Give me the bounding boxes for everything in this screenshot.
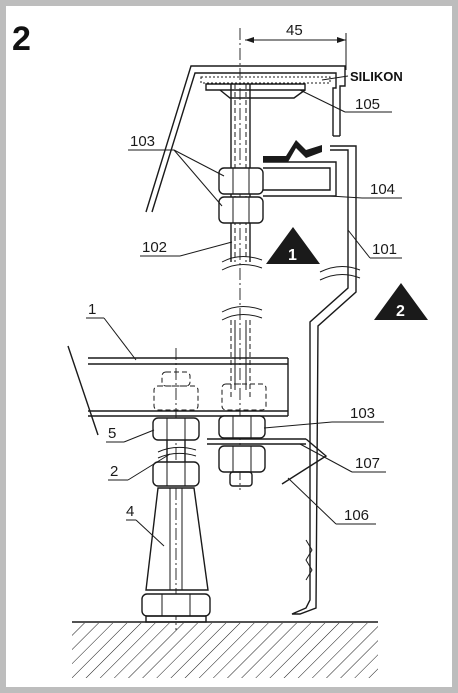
warning-number-2: 2 (396, 303, 405, 320)
callout-5: 5 (108, 425, 116, 442)
callout-107: 107 (355, 455, 380, 472)
hidden-nuts (153, 371, 267, 411)
profile-clip (263, 140, 322, 162)
callout-104: 104 (370, 181, 395, 198)
dimension-45: 45 (245, 22, 347, 70)
silikon-label: SILIKON (350, 69, 403, 84)
nut-pair-103-upper (218, 167, 264, 224)
floor (72, 621, 378, 678)
side-profile-101 (291, 145, 361, 615)
callout-101: 101 (372, 241, 397, 258)
beam-1 (67, 345, 289, 436)
rod-break-middle (221, 306, 263, 400)
leveling-foot-4 (141, 487, 211, 623)
callout-106: 106 (344, 507, 369, 524)
callout-2: 2 (110, 463, 118, 480)
silicone-layer: SILIKON (200, 69, 403, 99)
foot-nuts (152, 417, 200, 487)
callout-102: 102 (142, 239, 167, 256)
bracket-104 (263, 161, 337, 197)
callout-1: 1 (88, 301, 96, 318)
callout-103-bottom: 103 (350, 405, 375, 422)
dimension-value: 45 (286, 22, 303, 39)
warning-triangle-1: 1 (266, 227, 320, 264)
callout-105: 105 (355, 96, 380, 113)
callout-103-top: 103 (130, 133, 155, 150)
lower-bolt-assembly (207, 415, 328, 487)
callouts: 103 105 104 102 101 1 103 (86, 89, 402, 547)
drawing-panel (6, 6, 452, 687)
callout-4: 4 (126, 503, 134, 520)
warning-triangle-2: 2 (374, 283, 428, 320)
figure-number: 2 (12, 20, 31, 58)
warning-number-1: 1 (288, 247, 297, 264)
